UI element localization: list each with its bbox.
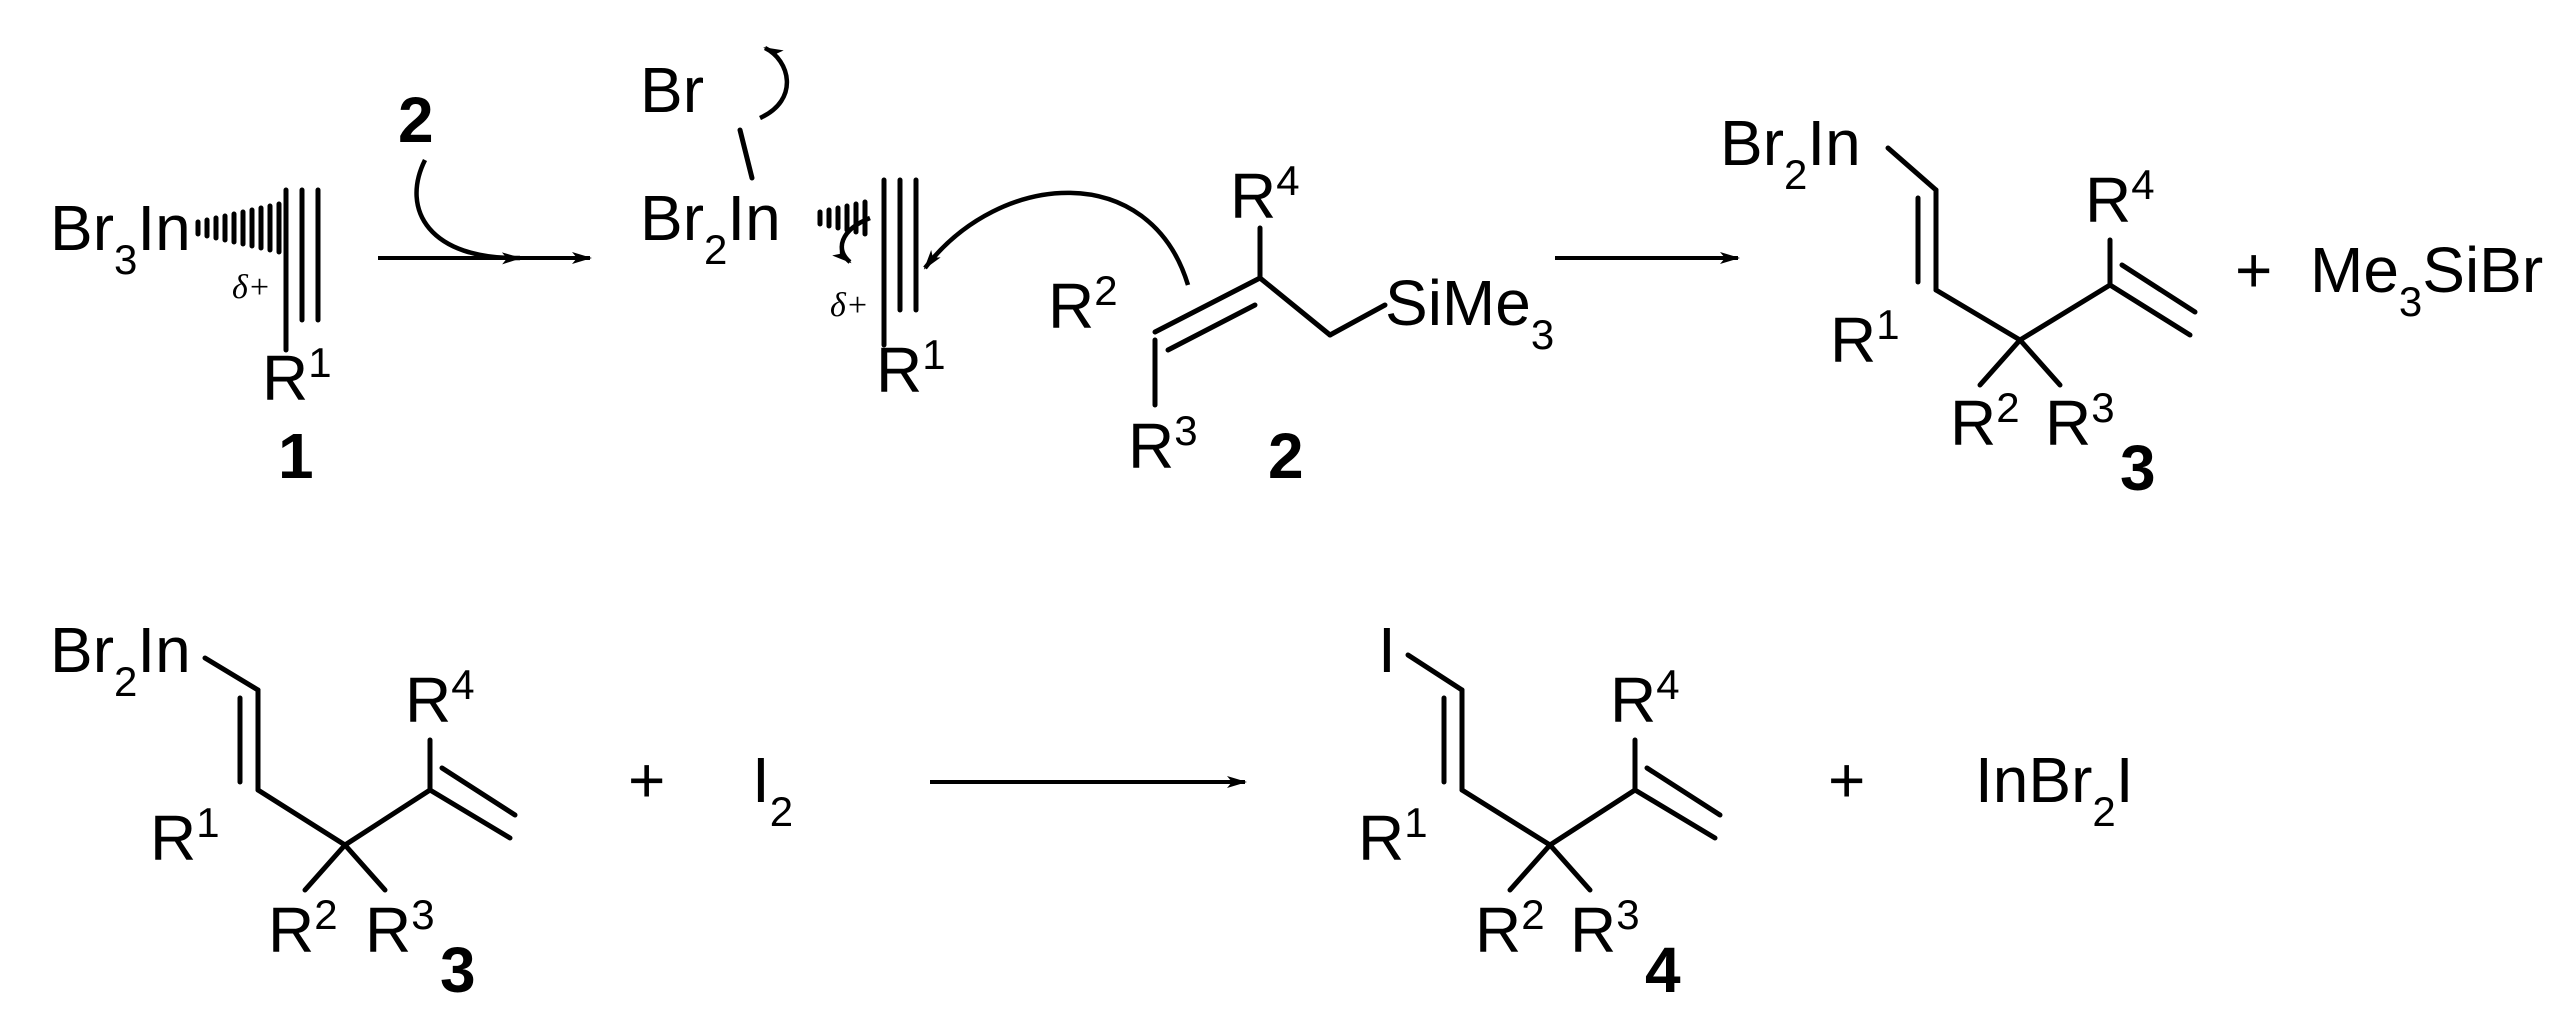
product-4-iodine: I [1378, 614, 1396, 686]
compound-1-metal-label: Br3In [50, 192, 191, 283]
reactant-3: Br2In R1 R2 R3 R4 3 [50, 614, 518, 1006]
r3-bond [2017, 337, 2063, 388]
c-si-bond [1327, 302, 1388, 338]
plus-sign: + [1828, 744, 1865, 816]
c-quaternary-bond [255, 787, 348, 848]
c-vinyl-bond [1547, 787, 1638, 848]
c-quaternary-bond [1933, 287, 2023, 343]
compound-1-dashed-bond [195, 201, 282, 255]
curved-arrow [923, 190, 1191, 286]
byproduct-trimethylsilyl-bromide: Me3SiBr [2310, 234, 2543, 325]
compound-2-r4: R4 [1230, 157, 1300, 233]
ch2-bond [1257, 275, 1333, 338]
product-4-r1: R1 [1358, 799, 1428, 875]
product-3-r4: R4 [2085, 161, 2155, 237]
partial-charge-label: δ+ [830, 287, 869, 324]
product-3-r3: R3 [2045, 384, 2115, 460]
curved-arrow [832, 215, 871, 264]
compound-1-r1: R1 [262, 339, 332, 415]
c-vinyl-bond [2017, 282, 2113, 343]
iodine-reagent: I2 [752, 744, 793, 835]
r2-bond [1977, 337, 2023, 388]
compound-1: Br3In δ+ R1 1 [50, 187, 332, 492]
c-quaternary-bond [1459, 787, 1553, 848]
reactant-3-metal-label: Br2In [50, 614, 191, 705]
compound-2: R4 R2 R3 SiMe3 2 [1048, 157, 1554, 493]
reactant-3-r3: R3 [365, 891, 435, 967]
product-4-number: 4 [1645, 934, 1681, 1006]
reactant-3-number: 3 [440, 934, 476, 1006]
intermediate-complex: Br Br2In δ+ R1 [640, 45, 1191, 407]
r3-bond [1547, 842, 1593, 893]
curved-arrow [759, 45, 790, 121]
terminal-double-bond [2107, 282, 2193, 338]
product-4-r4: R4 [1610, 661, 1680, 737]
terminal-double-bond [1644, 765, 1723, 818]
product-3: Br2In R1 R2 R3 R4 3 [1720, 107, 2198, 504]
compound-2-r3: R3 [1128, 407, 1198, 483]
r2-bond [1507, 842, 1553, 893]
reactant-3-r2: R2 [268, 891, 338, 967]
product-3-metal-label: Br2In [1720, 107, 1861, 198]
curved-arrow [414, 158, 522, 265]
leaving-bromide-label: Br [640, 54, 704, 126]
plus-sign: + [628, 744, 665, 816]
terminal-double-bond [1632, 787, 1718, 841]
in-c-bond [202, 655, 261, 693]
reactant-3-r4: R4 [405, 661, 475, 737]
product-4-r2: R2 [1475, 891, 1545, 967]
compound-1-number: 1 [278, 420, 314, 492]
terminal-double-bond [2119, 262, 2198, 315]
compound-2-number: 2 [1268, 420, 1304, 492]
product-4-r3: R3 [1570, 891, 1640, 967]
intermediate-r1: R1 [876, 331, 946, 407]
reactant-3-r1: R1 [150, 799, 220, 875]
in-c-bond [1885, 145, 1939, 193]
product-3-r1: R1 [1830, 301, 1900, 377]
product-3-r2: R2 [1950, 384, 2020, 460]
terminal-double-bond [427, 787, 513, 841]
partial-charge-label: δ+ [232, 269, 271, 306]
byproduct-indium-dibromide-iodide: InBr2I [1975, 744, 2134, 835]
i-c-bond [1405, 652, 1465, 693]
intermediate-dashed-bond [817, 199, 868, 237]
in-br-bond [737, 127, 755, 181]
arrow-1-reagent-label: 2 [398, 84, 434, 156]
r3-bond [342, 842, 388, 893]
double-bond [1152, 275, 1263, 335]
product-4: I R1 R2 R3 R4 4 [1358, 614, 1723, 1006]
intermediate-metal-label: Br2In [640, 182, 781, 273]
compound-2-r2: R2 [1048, 267, 1118, 343]
reaction-arrow-1: 2 [378, 84, 592, 265]
product-3-number: 3 [2120, 432, 2156, 504]
terminal-double-bond [439, 765, 518, 818]
double-bond [1165, 302, 1258, 353]
c-vinyl-bond [342, 787, 433, 848]
plus-sign: + [2235, 234, 2272, 306]
r2-bond [302, 842, 348, 893]
compound-2-silyl: SiMe3 [1385, 267, 1554, 358]
